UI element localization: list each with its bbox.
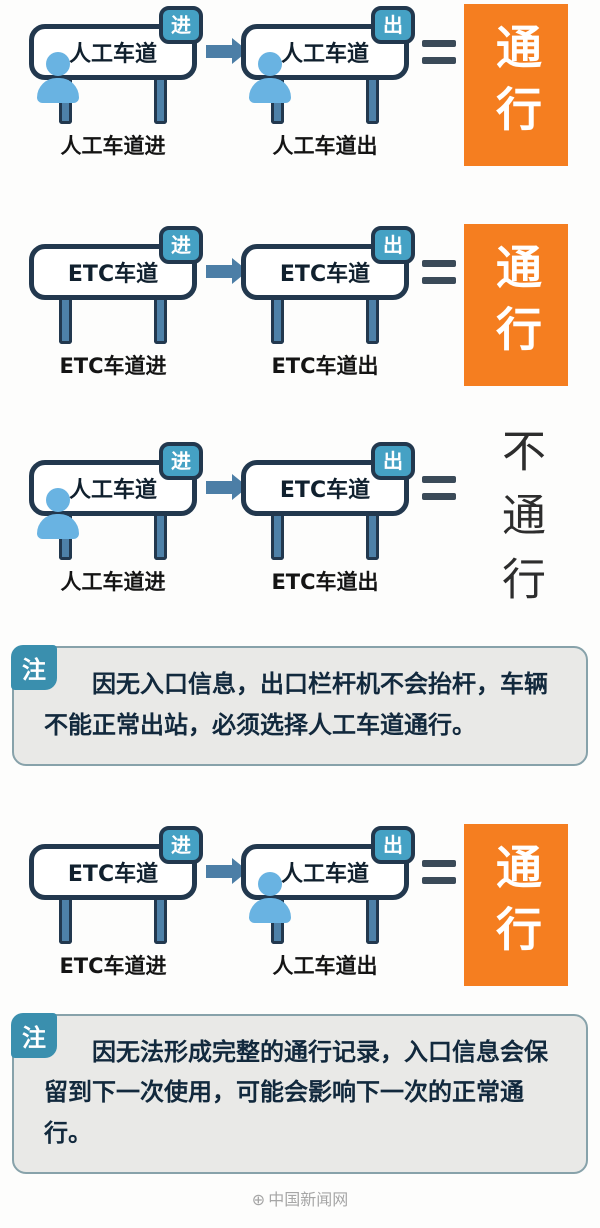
cns-logo-icon: ⊕: [251, 1189, 266, 1209]
result-pass: 通行: [464, 823, 568, 986]
sign-post: [366, 516, 379, 560]
toll-lane-sign: 进 ETC车道: [25, 226, 203, 344]
sign-group-right: 出 ETC车道 ETC车道出: [232, 226, 418, 380]
sign-group-right: 出 人工车道 人工车道出: [232, 6, 418, 160]
exit-badge: 出: [371, 6, 415, 44]
toll-worker-icon: [35, 488, 81, 539]
exit-badge: 出: [371, 226, 415, 264]
lane-label: ETC车道进: [59, 354, 167, 378]
person-body: [249, 897, 291, 923]
sign-text: ETC车道: [279, 478, 371, 503]
sign-group-left: 进 ETC车道 ETC车道进: [20, 825, 206, 980]
lane-label: ETC车道进: [59, 953, 167, 978]
scenario-row-etc-to-manual: 进 ETC车道 ETC车道进 出 人工车道: [0, 823, 600, 986]
equals-icon: [422, 40, 456, 64]
sign-plate: ETC车道: [29, 843, 197, 900]
toll-lane-sign: 出 ETC车道: [237, 226, 415, 344]
sign-text: ETC车道: [67, 262, 159, 287]
scenario-row-manual-to-manual: 进 人工车道 人工车道进 出 人工车道: [0, 4, 600, 166]
toll-lane-sign: 进 ETC车道: [25, 825, 203, 944]
toll-lane-sign: 出 ETC车道: [237, 442, 415, 560]
sign-group-left: 进 ETC车道 ETC车道进: [20, 226, 206, 380]
toll-lane-sign: 出 人工车道: [237, 825, 415, 944]
sign-group-right: 出 人工车道 人工车道出: [232, 825, 418, 980]
note-tag: 注: [11, 645, 57, 690]
sign-text: ETC车道: [279, 262, 371, 287]
sign-text: 人工车道: [280, 861, 369, 887]
sign-post: [366, 300, 379, 344]
right-arrow-icon: [206, 38, 248, 64]
sign-posts: [241, 516, 409, 560]
equals-icon: [422, 476, 456, 500]
toll-worker-icon: [35, 52, 81, 103]
result-text: 通行: [489, 243, 543, 367]
sign-post: [271, 516, 284, 560]
toll-lane-sign: 出 人工车道: [237, 6, 415, 124]
right-arrow-icon: [206, 474, 248, 500]
sign-posts: [241, 300, 409, 344]
person-body: [249, 78, 291, 103]
sign-post: [154, 516, 167, 560]
toll-worker-icon: [247, 871, 293, 923]
equals-icon: [422, 859, 456, 884]
result-no-pass: 不通行: [464, 428, 574, 620]
result-text: 通行: [489, 842, 543, 967]
note-text: 因无法形成完整的通行记录，入口信息会保留到下一次使用，可能会影响下一次的正常通行…: [44, 1037, 548, 1148]
note-box-entry-record: 注 因无法形成完整的通行记录，入口信息会保留到下一次使用，可能会影响下一次的正常…: [11, 1012, 588, 1174]
exit-badge: 出: [371, 825, 415, 864]
sign-post: [59, 899, 72, 944]
watermark: ⊕中国新闻网: [0, 1186, 600, 1210]
sign-text: 人工车道: [280, 42, 369, 67]
sign-text: 人工车道: [68, 478, 157, 503]
sign-group-right: 出 ETC车道 ETC车道出: [232, 442, 418, 596]
lane-label: ETC车道出: [271, 354, 379, 378]
note-tag: 注: [11, 1012, 57, 1058]
watermark-text: 中国新闻网: [268, 1189, 349, 1209]
result-pass: 通行: [464, 4, 568, 166]
result-pass: 通行: [464, 224, 568, 386]
toll-lane-sign: 进 人工车道: [25, 442, 203, 560]
sign-posts: [29, 899, 197, 944]
entry-badge: 进: [159, 6, 203, 44]
exit-badge: 出: [371, 442, 415, 480]
scenario-row-etc-to-etc: 进 ETC车道 ETC车道进 出 ETC车道 ETC车道出: [0, 224, 600, 386]
sign-post: [154, 300, 167, 344]
lane-label: 人工车道进: [60, 134, 166, 158]
entry-badge: 进: [159, 442, 203, 480]
sign-post: [366, 899, 379, 944]
lane-label: 人工车道进: [60, 570, 166, 594]
equals-icon: [422, 260, 456, 284]
sign-post: [154, 80, 167, 124]
sign-posts: [29, 300, 197, 344]
person-body: [37, 78, 79, 103]
toll-worker-icon: [247, 52, 293, 103]
sign-post: [59, 300, 72, 344]
person-head: [258, 871, 282, 896]
right-arrow-icon: [206, 857, 248, 884]
result-text: 通行: [489, 23, 543, 147]
person-head: [258, 52, 282, 76]
entry-badge: 进: [159, 226, 203, 264]
right-arrow-icon: [206, 258, 248, 284]
person-head: [46, 488, 70, 512]
result-text: 不通行: [494, 428, 545, 620]
sign-text: 人工车道: [68, 42, 157, 67]
toll-lane-sign: 进 人工车道: [25, 6, 203, 124]
note-box-exit-barrier: 注 因无入口信息，出口栏杆机不会抬杆，车辆不能正常出站，必须选择人工车道通行。: [11, 645, 588, 766]
sign-post: [366, 80, 379, 124]
scenario-row-manual-to-etc: 进 人工车道 人工车道进 出 ETC车道 E: [0, 428, 600, 620]
lane-label: 人工车道出: [272, 134, 378, 158]
person-head: [46, 52, 70, 76]
sign-text: ETC车道: [67, 861, 159, 887]
entry-badge: 进: [159, 825, 203, 864]
lane-label: 人工车道出: [272, 953, 378, 978]
person-body: [37, 514, 79, 539]
lane-label: ETC车道出: [271, 570, 379, 594]
sign-group-left: 进 人工车道 人工车道进: [20, 6, 206, 160]
sign-group-left: 进 人工车道 人工车道进: [20, 442, 206, 596]
note-text: 因无入口信息，出口栏杆机不会抬杆，车辆不能正常出站，必须选择人工车道通行。: [44, 670, 548, 739]
sign-post: [271, 300, 284, 344]
sign-post: [154, 899, 167, 944]
